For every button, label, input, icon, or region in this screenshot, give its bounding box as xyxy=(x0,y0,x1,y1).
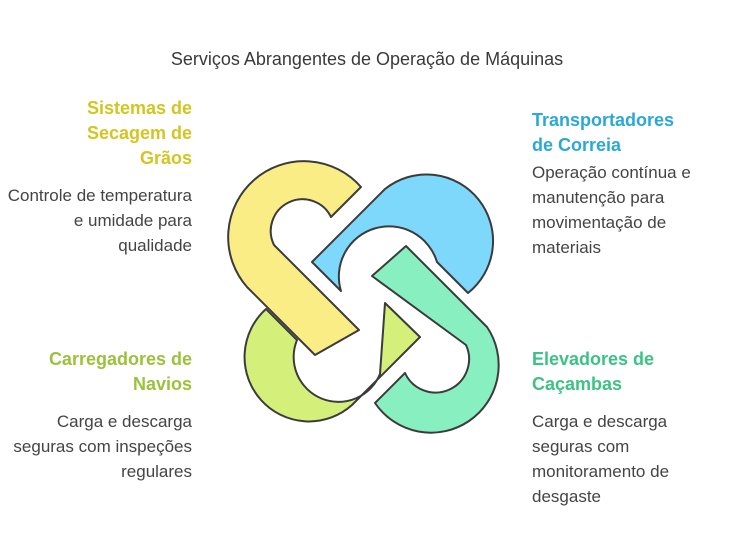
link-secagem xyxy=(227,160,362,356)
heading-line: Grãos xyxy=(139,148,192,168)
heading-line: Navios xyxy=(132,374,192,394)
heading-line: Caçambas xyxy=(532,374,623,394)
item-secagem-desc: Controle de temperatura e umidade para q… xyxy=(7,186,192,255)
item-carregadores: Carregadores de Navios Carga e descarga … xyxy=(2,347,192,484)
item-secagem-heading: Sistemas de Secagem de Grãos xyxy=(2,96,192,171)
heading-line: Sistemas de xyxy=(86,98,192,118)
heading-line: Carregadores de xyxy=(48,349,192,369)
item-secagem: Sistemas de Secagem de Grãos Controle de… xyxy=(2,96,192,258)
link-transportadores xyxy=(311,173,495,294)
heading-line: Transportadores xyxy=(532,110,675,130)
link-elevadores xyxy=(371,245,500,434)
item-transportadores-desc: Operação contínua e manutenção para movi… xyxy=(532,163,691,257)
diagram-title: Serviços Abrangentes de Operação de Máqu… xyxy=(170,49,564,69)
heading-line: de Correia xyxy=(532,135,622,155)
item-transportadores: Transportadores de Correia Operação cont… xyxy=(532,108,722,260)
item-elevadores-desc: Carga e descarga seguras com monitoramen… xyxy=(532,412,670,506)
heading-line: Elevadores de xyxy=(532,349,655,369)
item-elevadores-heading: Elevadores de Caçambas xyxy=(532,347,722,397)
link-carregadores xyxy=(243,302,421,423)
item-transportadores-heading: Transportadores de Correia xyxy=(532,108,722,158)
item-carregadores-heading: Carregadores de Navios xyxy=(2,347,192,397)
item-elevadores: Elevadores de Caçambas Carga e descarga … xyxy=(532,347,722,509)
item-carregadores-desc: Carga e descarga seguras com inspeções r… xyxy=(13,412,192,481)
heading-line: Secagem de xyxy=(86,123,192,143)
